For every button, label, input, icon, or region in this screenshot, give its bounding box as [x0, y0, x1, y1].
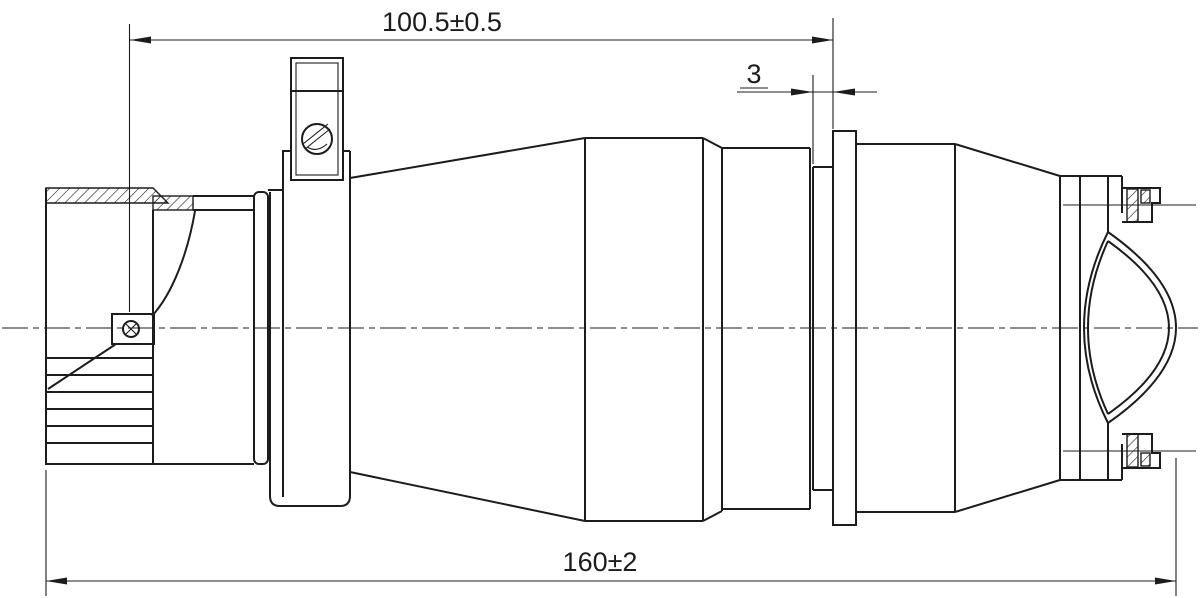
- groove-ring: [812, 166, 833, 491]
- dimension-groove-width: 3: [737, 59, 877, 164]
- nose-cylinder: [856, 143, 1061, 513]
- main-shell: [585, 137, 723, 522]
- cable-sheath-section-hatch: [45, 187, 170, 204]
- dimension-top-length-label: 100.5±0.5: [382, 7, 502, 37]
- grip-ridges: [46, 357, 153, 444]
- shoulder-section: [722, 147, 811, 510]
- cable-sheath-inner-hatch: [152, 195, 194, 211]
- dimension-top-length: 100.5±0.5: [128, 7, 834, 312]
- cable-entry-block: [45, 187, 254, 465]
- body-cone: [349, 137, 586, 522]
- clamp-screw: [301, 123, 333, 155]
- clamp-screw-head: [122, 320, 140, 338]
- cable-clamp-screw-detail: [111, 313, 155, 345]
- dimension-groove-width-label: 3: [746, 59, 761, 89]
- retaining-clip-bottom: [1063, 433, 1196, 469]
- seal-grommet: [1083, 231, 1177, 424]
- cable-curve: [47, 210, 196, 390]
- retaining-clip-top: [1063, 187, 1196, 223]
- flange: [832, 130, 857, 526]
- gland-nut: [268, 150, 351, 507]
- dimension-overall-length-label: 160±2: [563, 547, 638, 577]
- dimension-overall-length: 160±2: [45, 458, 1177, 596]
- clamp-screw-housing: [290, 57, 344, 181]
- boot-collar: [253, 191, 269, 465]
